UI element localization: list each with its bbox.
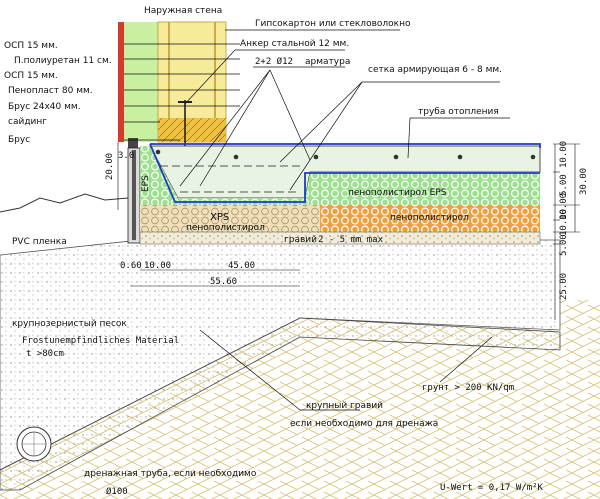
heating-pipes bbox=[155, 149, 536, 160]
label-beam: Брус bbox=[8, 135, 30, 145]
label-gravel-size: 2 - 5 mm max bbox=[318, 235, 384, 245]
label-xps: XPS bbox=[210, 212, 229, 223]
label-osb-top: ОСП 15 мм. bbox=[4, 41, 58, 51]
label-rebar-spec: 2+2 Ø12 bbox=[255, 56, 293, 67]
dim-45-00: 45.00 bbox=[228, 261, 255, 271]
dim-r-10-00-b: 10.00 bbox=[559, 193, 569, 220]
dim-r-5-00-a: 5.00 bbox=[559, 174, 569, 196]
label-mesh: сетка армирующая 6 - 8 мм. bbox=[368, 65, 502, 75]
dim-r-10-00-a: 10.00 bbox=[559, 141, 569, 168]
label-pvc: PVC пленка bbox=[12, 237, 67, 247]
label-pipe-dia: Ø100 bbox=[106, 486, 128, 497]
dim-r-25-00: 25.00 bbox=[559, 273, 569, 300]
label-coarse-gravel: крупный гравий bbox=[306, 401, 383, 411]
drain-pipe bbox=[16, 426, 52, 462]
dim-10-00-h: 10.00 bbox=[144, 261, 171, 271]
label-foam-80: Пенопласт 80 мм. bbox=[8, 86, 93, 96]
label-beam-24x40: Брус 24х40 мм. bbox=[8, 102, 81, 112]
label-foam-right: пенополистирол bbox=[390, 213, 469, 223]
label-xps-foam: пенополистирол bbox=[186, 223, 265, 233]
dim-r-30-00: 30.00 bbox=[579, 168, 589, 195]
dim-55-60: 55.60 bbox=[210, 277, 237, 287]
right-dimension-lines bbox=[553, 143, 580, 320]
label-drywall: Гипсокартон или стекловолокно bbox=[255, 19, 411, 29]
dim-3-0: 3.0 bbox=[118, 151, 134, 161]
dim-r-10-00-c: 10.00 bbox=[559, 209, 569, 236]
label-anchor: Анкер стальной 12 мм. bbox=[240, 39, 349, 49]
label-eps-foam: пенополистирол EPS bbox=[348, 188, 447, 198]
wall-red-layer bbox=[118, 22, 124, 142]
coarse-sand-texture bbox=[0, 240, 560, 470]
label-frost-material: Frostunempfindliches Material bbox=[22, 336, 179, 346]
label-gravel: гравий bbox=[284, 235, 317, 245]
label-if-drainage: если необходимо для дренажа bbox=[290, 419, 438, 429]
ground-line-left bbox=[0, 193, 129, 213]
label-siding: сайдинг bbox=[8, 117, 47, 127]
label-pu-foam: П.полиуретан 11 см. bbox=[14, 56, 112, 66]
label-outer-wall: Наружная стена bbox=[144, 6, 222, 16]
label-heating-pipe: труба отопления bbox=[418, 107, 499, 117]
label-rebar: арматура bbox=[305, 57, 350, 67]
coarse-gravel-strip bbox=[0, 317, 561, 491]
label-coarse-sand: крупнозернистый песок bbox=[12, 319, 127, 329]
leader-lines bbox=[124, 29, 510, 411]
dim-0-60: 0.60 bbox=[120, 261, 142, 271]
bottom-dimension-lines bbox=[117, 142, 300, 287]
dim-r-5-00-b: 5.00 bbox=[559, 234, 569, 256]
blue-membrane-line bbox=[149, 143, 541, 203]
label-soil: грунт > 200 KN/qm bbox=[422, 383, 514, 393]
dim-20-00: 20.00 bbox=[105, 153, 115, 180]
label-osb-bottom: ОСП 15 мм. bbox=[4, 71, 58, 81]
label-u-value: U-Wert = 0,17 W/m²K bbox=[440, 483, 544, 493]
label-drain-pipe: дренажная труба, если необходимо bbox=[84, 469, 257, 479]
label-eps-vertical: EPS bbox=[141, 175, 151, 192]
wall-green-layer bbox=[124, 22, 158, 142]
label-frost-depth: t >80cm bbox=[26, 349, 64, 359]
